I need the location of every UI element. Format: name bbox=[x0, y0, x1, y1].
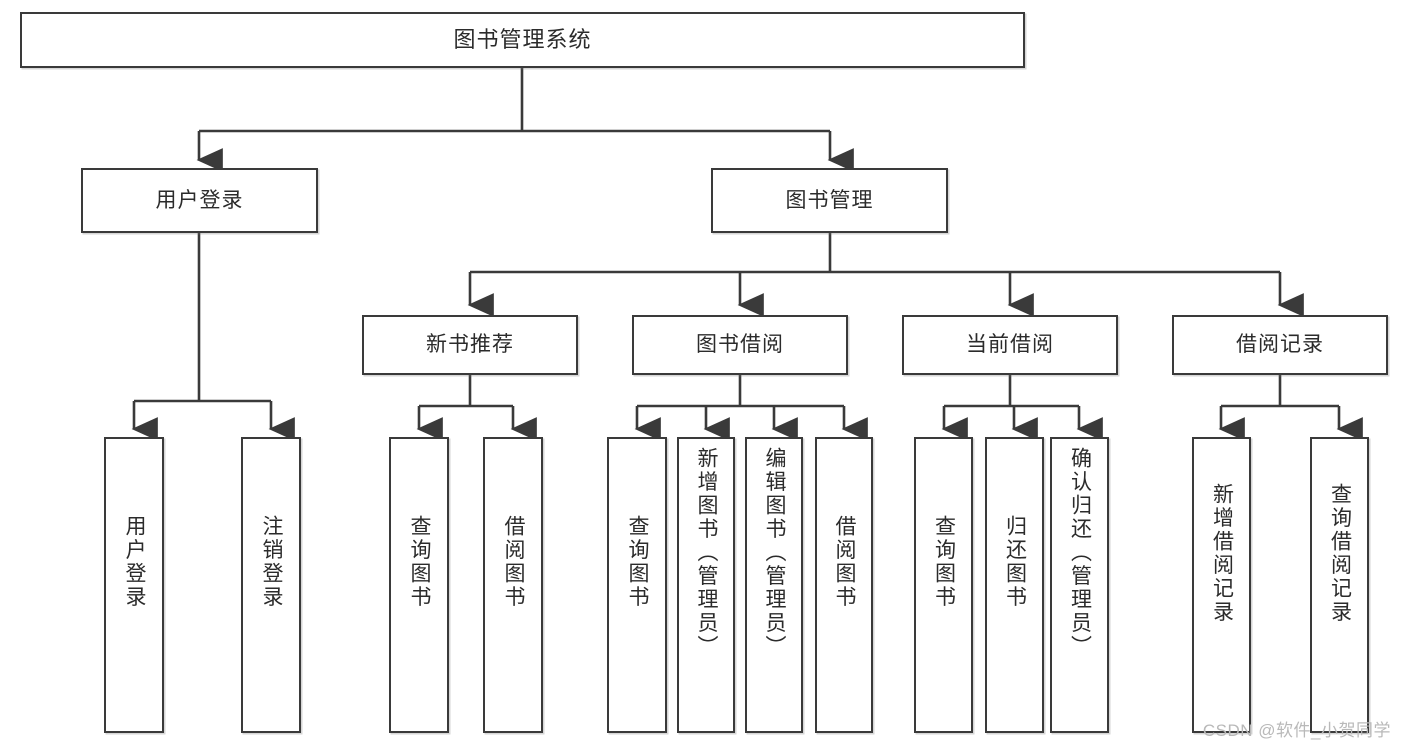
leaf-edit-book-admin-label: 编辑图书（管理员） bbox=[763, 447, 787, 659]
leaf-borrow-book-recommend-label: 借阅图书 bbox=[502, 515, 526, 609]
node-current-borrow[interactable]: 当前借阅 bbox=[902, 315, 1118, 375]
leaf-logout[interactable]: 注销登录 bbox=[241, 437, 301, 733]
node-user-login[interactable]: 用户登录 bbox=[81, 168, 318, 233]
node-borrow-record-label: 借阅记录 bbox=[1236, 333, 1324, 357]
node-borrow-record[interactable]: 借阅记录 bbox=[1172, 315, 1388, 375]
leaf-borrow-book-recommend[interactable]: 借阅图书 bbox=[483, 437, 543, 733]
leaf-borrow-book-label: 借阅图书 bbox=[833, 515, 857, 609]
node-root-label: 图书管理系统 bbox=[453, 26, 592, 52]
leaf-user-login[interactable]: 用户登录 bbox=[104, 437, 164, 733]
leaf-query-book-borrow-label: 查询图书 bbox=[626, 515, 650, 609]
node-book-management-label: 图书管理 bbox=[785, 188, 874, 212]
leaf-add-borrow-record-label: 新增借阅记录 bbox=[1210, 483, 1234, 624]
leaf-query-borrow-record-label: 查询借阅记录 bbox=[1328, 483, 1352, 624]
leaf-query-book-recommend-label: 查询图书 bbox=[408, 515, 432, 609]
node-book-borrow-label: 图书借阅 bbox=[696, 333, 784, 357]
leaf-user-login-label: 用户登录 bbox=[123, 515, 147, 609]
leaf-query-book-borrow[interactable]: 查询图书 bbox=[607, 437, 667, 733]
leaf-borrow-book[interactable]: 借阅图书 bbox=[815, 437, 873, 733]
leaf-query-book-current-label: 查询图书 bbox=[932, 515, 956, 609]
leaf-edit-book-admin[interactable]: 编辑图书（管理员） bbox=[745, 437, 803, 733]
leaf-add-book-admin-label: 新增图书（管理员） bbox=[695, 447, 719, 659]
leaf-add-book-admin[interactable]: 新增图书（管理员） bbox=[677, 437, 735, 733]
watermark: CSDN @软件_小贺同学 bbox=[1202, 721, 1391, 740]
leaf-query-book-current[interactable]: 查询图书 bbox=[914, 437, 973, 733]
node-new-book-recommend-label: 新书推荐 bbox=[426, 333, 514, 357]
node-book-borrow[interactable]: 图书借阅 bbox=[632, 315, 848, 375]
node-new-book-recommend[interactable]: 新书推荐 bbox=[362, 315, 578, 375]
leaf-query-book-recommend[interactable]: 查询图书 bbox=[389, 437, 449, 733]
leaf-add-borrow-record[interactable]: 新增借阅记录 bbox=[1192, 437, 1251, 733]
node-root[interactable]: 图书管理系统 bbox=[20, 12, 1025, 68]
node-current-borrow-label: 当前借阅 bbox=[966, 333, 1054, 357]
leaf-query-borrow-record[interactable]: 查询借阅记录 bbox=[1310, 437, 1369, 733]
leaf-return-book[interactable]: 归还图书 bbox=[985, 437, 1044, 733]
leaf-return-book-label: 归还图书 bbox=[1003, 515, 1027, 609]
leaf-confirm-return-admin[interactable]: 确认归还（管理员） bbox=[1050, 437, 1109, 733]
node-book-management[interactable]: 图书管理 bbox=[711, 168, 948, 233]
leaf-confirm-return-admin-label: 确认归还（管理员） bbox=[1068, 447, 1092, 659]
node-user-login-label: 用户登录 bbox=[155, 188, 244, 212]
leaf-logout-label: 注销登录 bbox=[260, 515, 284, 609]
